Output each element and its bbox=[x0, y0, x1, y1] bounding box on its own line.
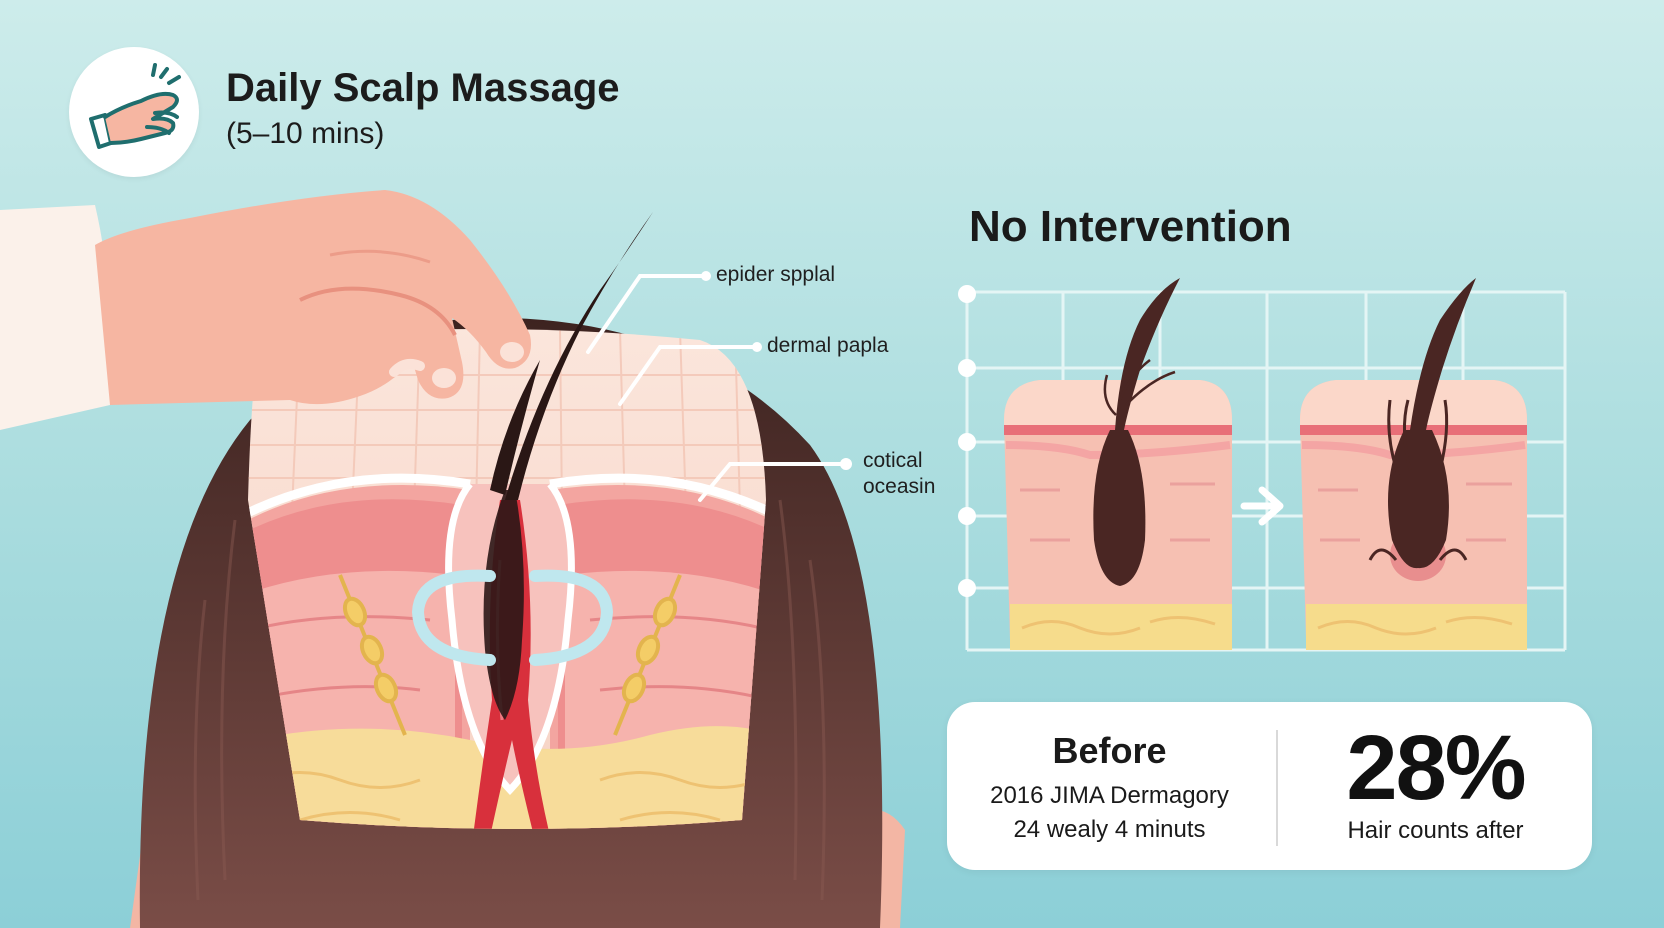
header-subtitle: (5–10 mins) bbox=[226, 117, 385, 150]
skin-block-after bbox=[1300, 278, 1527, 650]
sebaceous-gland-left bbox=[338, 574, 407, 736]
comparison-title: No Intervention bbox=[969, 202, 1292, 251]
diagram-label-3-line2: oceasin bbox=[863, 475, 936, 498]
hair-strand bbox=[505, 212, 653, 500]
hand bbox=[0, 190, 531, 430]
stats-card: Before 2016 JIMA Dermagory 24 wealy 4 mi… bbox=[947, 702, 1592, 870]
diagram-label-3-line1: cotical bbox=[863, 449, 923, 472]
sebaceous-gland-right bbox=[613, 574, 682, 736]
diagram-label-3: cotical oceasin bbox=[863, 448, 935, 500]
header-title: Daily Scalp Massage bbox=[226, 66, 620, 110]
grid-dots bbox=[958, 285, 976, 597]
stat-caption: Hair counts after bbox=[1347, 817, 1524, 844]
stats-divider bbox=[1276, 730, 1278, 846]
before-line-1: 2016 JIMA Dermagory bbox=[990, 782, 1229, 809]
leader-lines bbox=[586, 271, 852, 502]
diagram-label-2: dermal papla bbox=[767, 334, 889, 357]
diagram-label-1: epider spplal bbox=[716, 263, 836, 286]
massaging-hand-icon bbox=[89, 63, 181, 149]
before-title: Before bbox=[1052, 730, 1167, 771]
arrow-right-icon bbox=[1240, 486, 1284, 526]
skin-block-before bbox=[1004, 278, 1232, 650]
header-icon-badge bbox=[69, 47, 199, 177]
scalp-cross-section bbox=[248, 329, 766, 829]
before-line-2: 24 wealy 4 minuts bbox=[1013, 816, 1206, 843]
massage-rings bbox=[411, 569, 614, 666]
stat-value: 28% bbox=[1346, 717, 1526, 819]
